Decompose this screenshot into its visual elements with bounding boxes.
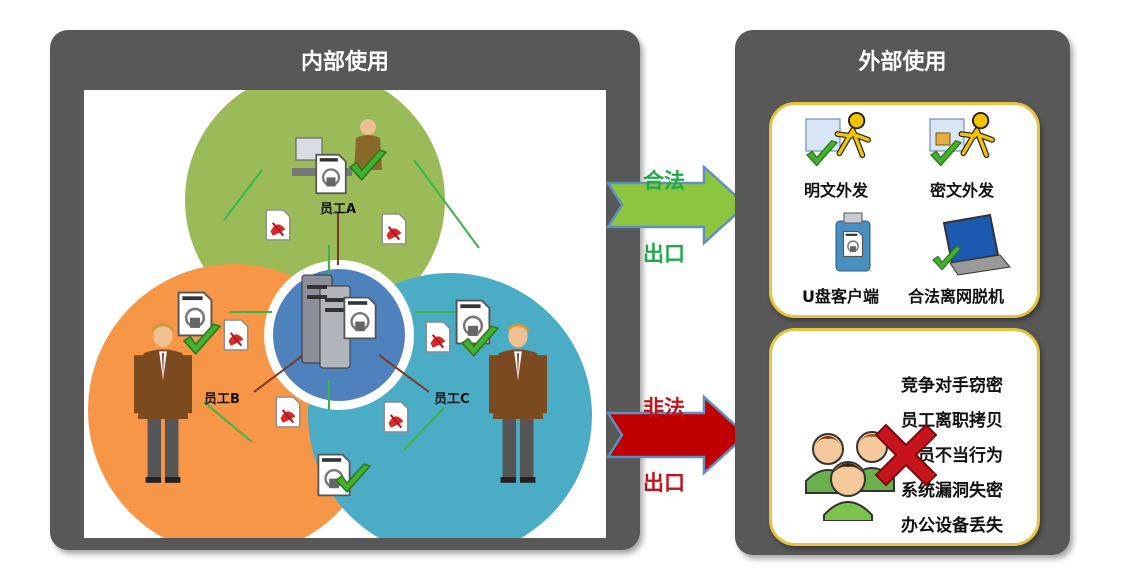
illegal-item: 办公设备丢失 <box>901 516 1003 536</box>
illegal-item: 系统漏洞失密 <box>901 481 1003 501</box>
plain-send-icon <box>805 113 868 167</box>
employee-b-label: 员工B <box>204 392 240 407</box>
employee-a-label: 员工A <box>320 202 357 217</box>
pdf-document-icon <box>275 396 301 428</box>
pdf-document-icon <box>223 319 249 351</box>
illegal-exit-arrow <box>605 394 748 476</box>
encrypted-send-icon <box>929 113 992 167</box>
pdf-document-icon <box>425 321 451 353</box>
pdf-document-icon <box>381 213 407 245</box>
usb-drive-icon <box>835 212 871 272</box>
encrypted-document-icon <box>315 153 347 195</box>
external-use-panel: 外部使用 <box>735 30 1070 555</box>
exit-arrows <box>605 165 748 476</box>
legal-exit-arrow <box>605 165 748 246</box>
legal-item-encrypted-send: 密文外发 <box>930 181 995 200</box>
external-use-title: 外部使用 <box>858 50 947 75</box>
legal-icons <box>805 105 1011 276</box>
illegal-item: 竞争对手窃密 <box>901 376 1003 396</box>
brown-arrows <box>253 212 430 393</box>
server-icon <box>301 274 351 369</box>
person <box>805 433 851 494</box>
illegal-arrow-label-bottom: 出口 <box>643 471 685 495</box>
legal-arrow-label-top: 合法 <box>643 169 685 193</box>
legal-item-usb-client: U盘客户端 <box>802 287 879 306</box>
illegal-arrow-label-top: 非法 <box>643 396 685 420</box>
legal-arrow-label-bottom: 出口 <box>643 242 685 266</box>
pdf-document-icon <box>383 401 409 433</box>
internal-use-title: 内部使用 <box>300 50 389 75</box>
red-x-icon <box>874 423 938 487</box>
encrypted-document-icon <box>343 296 377 340</box>
encrypted-document-icon <box>177 291 213 337</box>
circles-diagram <box>88 90 592 538</box>
legal-item-offline: 合法离网脱机 <box>908 287 1005 306</box>
employee-c-label: 员工C <box>434 392 470 407</box>
internal-diagram: 员工A 员工B 员工C <box>84 90 606 538</box>
illegal-item: 人员不当行为 <box>901 446 1003 466</box>
green-arrows <box>203 159 480 451</box>
person <box>823 461 873 521</box>
illegal-exit-box: 竞争对手窃密 员工离职拷贝 人员不当行为 系统漏洞失密 办公设备丢失 <box>769 328 1040 546</box>
legal-exit-box: 明文外发 密文外发 U盘客户端 合法离网脱机 <box>769 102 1040 318</box>
pdf-document-icon <box>265 209 291 241</box>
internal-use-panel: 内部使用 <box>50 30 640 550</box>
legal-item-plain-send: 明文外发 <box>804 181 869 200</box>
laptop-icon <box>932 213 1011 276</box>
